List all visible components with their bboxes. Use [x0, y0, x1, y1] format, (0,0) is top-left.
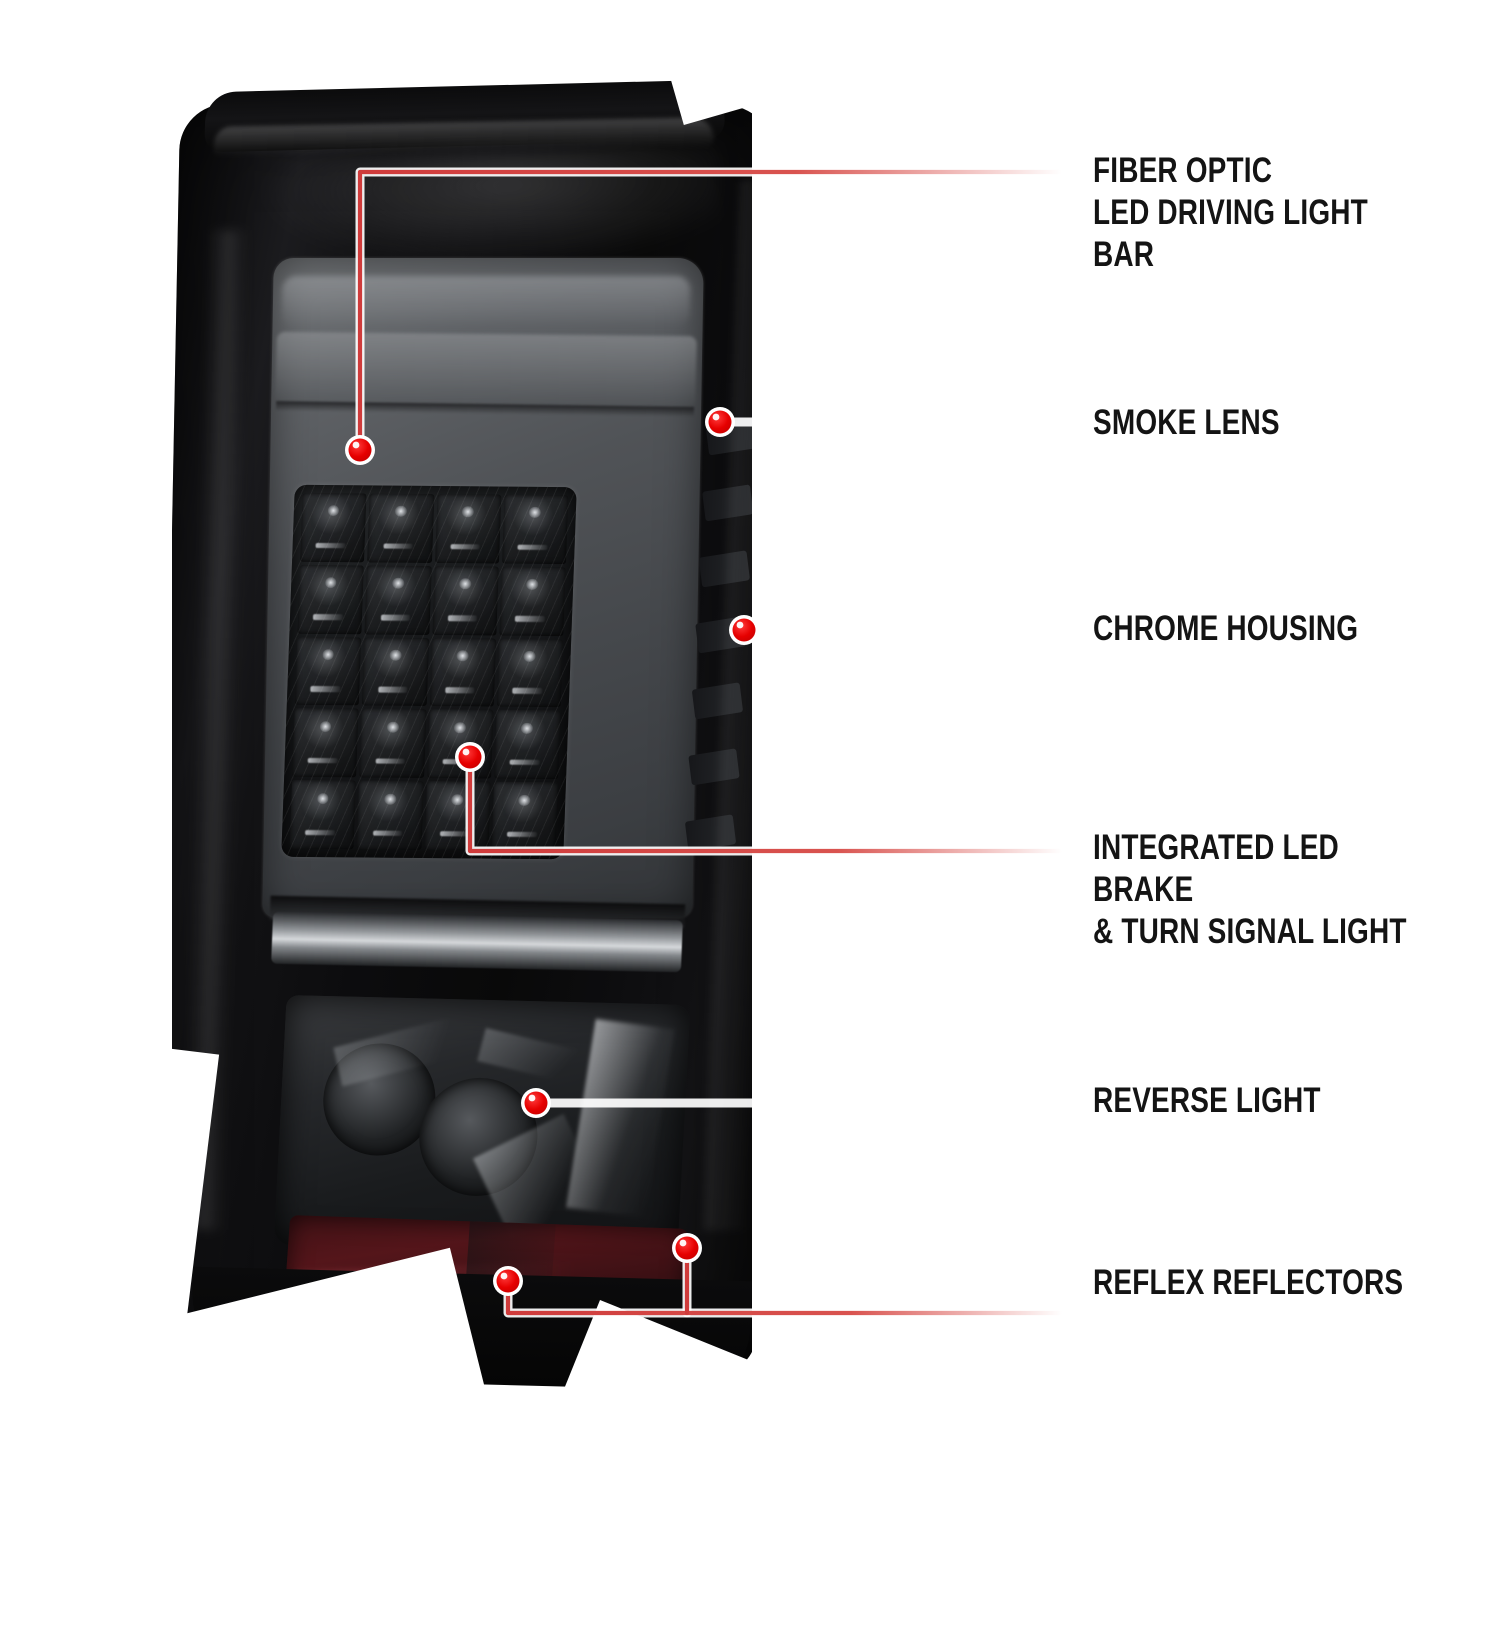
callout-label-smoke-lens: SMOKE LENS	[1093, 403, 1280, 442]
callout-marker-smoke-lens[interactable]	[705, 407, 735, 437]
callout-label-reverse-light: REVERSE LIGHT	[1093, 1081, 1321, 1120]
callout-overlay	[345, 167, 1067, 1318]
callout-label-integrated-led-brake-and-turn-signal-light: INTEGRATED LED BRAKE & TURN SIGNAL LIGHT	[1093, 828, 1407, 951]
product-image	[0, 0, 1500, 1500]
callout-marker-integrated-led-brake-and-turn-signal-light[interactable]	[455, 742, 485, 772]
callout-label-fiber-optic-led-driving-light-bar: FIBER OPTIC LED DRIVING LIGHT BAR	[1093, 151, 1368, 274]
callout-marker-reflex-reflector-upper[interactable]	[672, 1233, 702, 1263]
callout-line-integrated-led-brake-and-turn-signal-light	[465, 752, 1067, 856]
photo-mask-right	[752, 0, 1012, 1500]
diagram-canvas: FIBER OPTIC LED DRIVING LIGHT BAR SMOKE …	[0, 0, 1500, 1500]
callout-marker-chrome-housing[interactable]	[729, 615, 759, 645]
callout-marker-reverse-light[interactable]	[521, 1088, 551, 1118]
callout-label-chrome-housing: CHROME HOUSING	[1093, 609, 1359, 648]
callout-marker-reflex-reflector-lower[interactable]	[493, 1266, 523, 1296]
callout-line-fiber-optic-led-driving-light-bar	[355, 167, 1067, 455]
callout-line-reflex-reflectors	[503, 1243, 1067, 1318]
callout-marker-fiber-optic-led-driving-light-bar[interactable]	[345, 435, 375, 465]
callout-label-reflex-reflectors: REFLEX REFLECTORS	[1093, 1263, 1404, 1302]
